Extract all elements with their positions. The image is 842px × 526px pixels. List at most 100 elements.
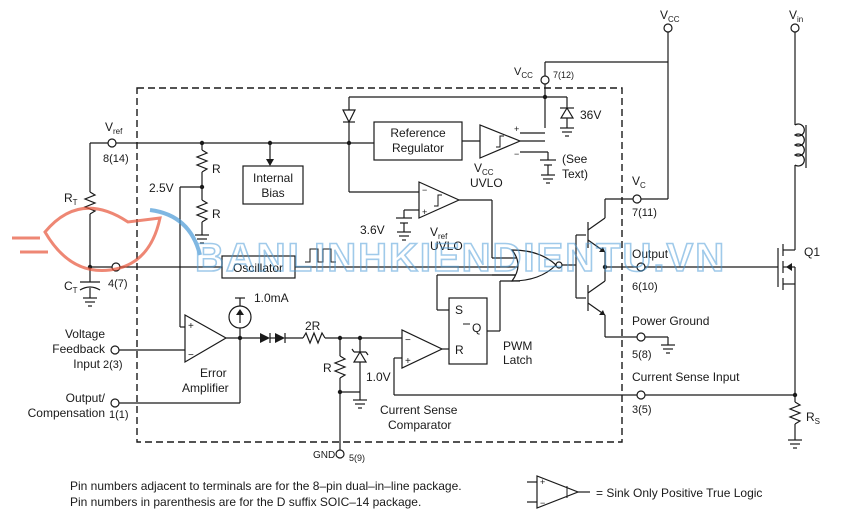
rt-resistor bbox=[83, 191, 97, 215]
vref-pin-number: 8(14) bbox=[103, 153, 129, 165]
level-shift-diode-1-icon bbox=[260, 333, 270, 343]
legend-label: = Sink Only Positive True Logic bbox=[596, 486, 762, 500]
svg-text:+: + bbox=[405, 356, 411, 367]
resistor-2r bbox=[302, 331, 326, 345]
internal-bias-label-2: Bias bbox=[261, 186, 284, 200]
current-sense-input-label: Current Sense Input bbox=[632, 370, 740, 384]
vc-pin-number: 7(11) bbox=[632, 207, 657, 219]
note-line-2: Pin numbers in parenthesis are for the D… bbox=[70, 495, 421, 509]
pwm-latch-label-2: Latch bbox=[503, 353, 532, 367]
compensation-label-1: Output/ bbox=[66, 391, 106, 405]
zener-1v-icon bbox=[352, 350, 368, 363]
power-ground-pin-terminal bbox=[636, 332, 646, 342]
level-shift-diode-2-icon bbox=[275, 333, 285, 343]
v36-label: 3.6V bbox=[360, 223, 385, 237]
vcc-top-terminal bbox=[663, 23, 673, 33]
legend-comparator-icon bbox=[536, 475, 580, 509]
svg-text:−: − bbox=[188, 350, 194, 361]
error-amp-label-1: Error bbox=[200, 366, 227, 380]
resistor-r-bottom-label: R bbox=[212, 207, 221, 221]
vcc-pin-terminal bbox=[540, 75, 550, 85]
zener-36v-icon bbox=[559, 106, 575, 119]
latch-s-label: S bbox=[455, 303, 463, 317]
power-ground-pin-number: 5(8) bbox=[632, 349, 652, 361]
compensation-pin-terminal bbox=[110, 398, 120, 408]
resistor-2r-label: 2R bbox=[305, 319, 321, 333]
svg-text:−: − bbox=[514, 149, 519, 159]
zener-36v-label: 36V bbox=[580, 108, 601, 122]
divider-resistor-top bbox=[195, 149, 209, 173]
current-1ma-label: 1.0mA bbox=[254, 291, 289, 305]
output-label: Output bbox=[632, 247, 669, 261]
see-text-label-1: (See bbox=[562, 152, 588, 166]
current-sense-pin-number: 3(5) bbox=[632, 404, 652, 416]
vcc-uvlo-label-2: UVLO bbox=[470, 176, 503, 190]
current-sense-pin-terminal bbox=[636, 390, 646, 400]
rs-resistor bbox=[788, 401, 802, 425]
watermark: BANLINHKIENDIENTU.VN bbox=[12, 206, 726, 281]
vcc-uvlo-label-1: VCC bbox=[474, 161, 494, 177]
error-amplifier bbox=[184, 313, 228, 364]
svg-text:−: − bbox=[540, 498, 545, 508]
error-amp-label-2: Amplifier bbox=[182, 381, 229, 395]
svg-text:+: + bbox=[514, 124, 519, 134]
see-text-label-2: Text) bbox=[562, 167, 588, 181]
ref-regulator-label-1: Reference bbox=[390, 126, 446, 140]
vc-label: VC bbox=[632, 174, 646, 190]
svg-text:+: + bbox=[188, 321, 194, 332]
current-sense-comparator bbox=[401, 329, 444, 369]
vref-uvlo-label-1: Vref bbox=[430, 225, 448, 241]
ref-regulator-label-2: Regulator bbox=[392, 141, 444, 155]
internal-bias-label-1: Internal bbox=[253, 171, 293, 185]
note-line-1: Pin numbers adjacent to terminals are fo… bbox=[70, 479, 462, 493]
rs-label: RS bbox=[806, 410, 820, 426]
output-nor-gate bbox=[510, 249, 557, 282]
latch-r-label: R bbox=[455, 343, 464, 357]
watermark-text: BANLINHKIENDIENTU.VN bbox=[195, 236, 726, 280]
vin-top-label: Vin bbox=[789, 8, 803, 24]
svg-text:+: + bbox=[540, 477, 545, 487]
oscillator-label: Oscillator bbox=[233, 261, 283, 275]
gnd-label: GND bbox=[313, 450, 335, 461]
vcc-pin-number: 7(12) bbox=[553, 70, 574, 80]
vfb-label-2: Feedback bbox=[52, 342, 106, 356]
vfb-label-3: Input bbox=[73, 357, 100, 371]
vc-pin-terminal bbox=[632, 194, 642, 204]
resistor-r-lower-label: R bbox=[323, 361, 332, 375]
svg-text:+: + bbox=[422, 207, 427, 217]
ic-package-outline bbox=[136, 87, 623, 443]
v25-label: 2.5V bbox=[149, 181, 174, 195]
gnd-pin-terminal bbox=[335, 449, 345, 459]
svg-text:−: − bbox=[405, 335, 411, 346]
rt-label: RT bbox=[64, 191, 78, 207]
vcc-top-label: VCC bbox=[660, 8, 680, 24]
pwm-latch-label-1: PWM bbox=[503, 339, 532, 353]
svg-text:−: − bbox=[422, 185, 427, 195]
gnd-pin-number: 5(9) bbox=[349, 453, 365, 463]
ct-label: CT bbox=[64, 279, 78, 295]
power-ground-label: Power Ground bbox=[632, 314, 709, 328]
v10-label: 1.0V bbox=[366, 370, 391, 384]
latch-q-label: Q bbox=[472, 321, 481, 335]
vref-uvlo-label-2: UVLO bbox=[430, 239, 463, 253]
watermark-logo-icon bbox=[43, 206, 162, 273]
divider-resistor-bottom bbox=[195, 199, 209, 223]
voltage-feedback-pin-terminal bbox=[110, 345, 120, 355]
clock-waveform-icon bbox=[305, 248, 336, 263]
reference-regulator-block bbox=[373, 121, 463, 161]
inductor-icon bbox=[793, 123, 805, 167]
cs-comparator-label-2: Comparator bbox=[388, 418, 451, 432]
q1-label: Q1 bbox=[804, 245, 820, 259]
vref-label: Vref bbox=[105, 120, 123, 136]
resistor-r-top-label: R bbox=[212, 162, 221, 176]
vref-uvlo-comparator bbox=[418, 181, 461, 219]
vfb-label-1: Voltage bbox=[65, 327, 105, 341]
compensation-label-2: Compensation bbox=[28, 406, 105, 420]
vref-pin-terminal bbox=[107, 138, 117, 148]
output-pin-number: 6(10) bbox=[632, 281, 658, 293]
ct-pin-number: 4(7) bbox=[108, 278, 128, 290]
internal-bias-block bbox=[242, 165, 304, 205]
cs-comparator-label-1: Current Sense bbox=[380, 403, 458, 417]
vcc-pin-label: VCC bbox=[514, 66, 533, 80]
